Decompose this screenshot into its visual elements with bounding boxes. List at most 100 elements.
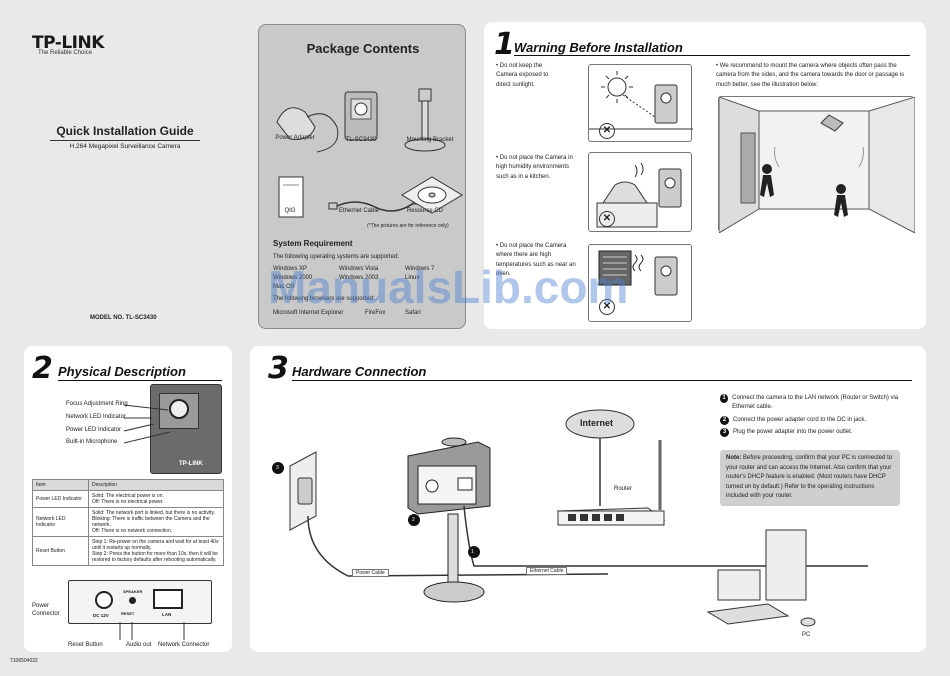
os-item: Windows 2003: [339, 275, 379, 281]
desc-line: Step 1: Re-power on the camera and wait …: [92, 539, 219, 551]
rear-panel: DC 12V SPEAKER RESET LAN: [68, 580, 212, 624]
browsers-intro: The following browsers are supported:: [273, 296, 375, 302]
step-text: Connect the camera to the LAN network (R…: [732, 395, 899, 411]
section-title: Hardware Connection: [292, 364, 427, 379]
label-focus-ring: Focus Adjustment Ring: [66, 401, 128, 407]
os-item: Windows 2000: [273, 275, 313, 281]
dc-jack-icon: [95, 591, 113, 609]
note-text: Before proceeding, confirm that your PC …: [726, 455, 893, 500]
label-network-connector: Network Connector: [158, 642, 210, 648]
warning-panel: 1 Warning Before Installation • Do not k…: [484, 22, 926, 329]
marker-2: 2: [412, 517, 415, 523]
caption-qig: QIG: [284, 208, 296, 214]
lan-port-icon: [153, 589, 183, 609]
desc-line: Off: There is no network connection.: [92, 528, 173, 534]
connection-diagram: [272, 409, 868, 627]
marker-1: 1: [471, 549, 474, 555]
section-rule: [58, 380, 222, 381]
sysreq-intro: The following operating systems are supp…: [273, 254, 400, 260]
section-number: 1: [494, 27, 515, 62]
warning-text-2: • Do not place the Camera in high humidi…: [496, 155, 573, 180]
desc-line: Step 2: Press the button for more than 1…: [92, 551, 218, 563]
note-box: Note: Before proceeding, confirm that yo…: [720, 450, 900, 506]
label-power-connector: Power Connector: [32, 603, 60, 618]
step-text: Connect the power adapter cord to the DC…: [733, 416, 867, 423]
sysreq-title: System Requirement: [273, 239, 353, 248]
resource-cd-icon: [401, 176, 463, 214]
speaker-label: SPEAKER: [123, 589, 143, 594]
power-adapter-icon: [276, 107, 339, 153]
rear-callout-lines: [119, 622, 185, 640]
lan-label: LAN: [162, 612, 172, 617]
browser-item: Microsoft Internet Explorer: [273, 310, 344, 316]
table-row: Reset Button Step 1: Re-power on the cam…: [32, 536, 224, 566]
os-item: Windows Vista: [339, 266, 379, 272]
section-rule: [292, 380, 912, 381]
step-num: 3: [720, 427, 729, 437]
step-marker-icons: [272, 462, 480, 558]
marker-3: 3: [276, 465, 279, 471]
ethernet-cable-label: Ethernet Cable: [526, 567, 568, 575]
power-cable-label: Power Cable: [352, 569, 389, 577]
watermark: ManualsLib.com: [268, 261, 629, 313]
camera-front: TP-LINK: [150, 384, 222, 474]
desc-line: Blinking: There is traffic between the C…: [92, 516, 210, 528]
model-number: MODEL NO. TL-SC3430: [90, 315, 157, 321]
pc-label: PC: [802, 632, 811, 638]
caption-power-adapter: Power Adapter: [275, 135, 315, 141]
internet-label: Internet: [580, 418, 614, 428]
header-item: Item: [32, 479, 89, 491]
prohibited-icon: ✕: [599, 123, 615, 139]
warning-text-3: • Do not place the Camera where there ar…: [496, 243, 576, 277]
power-cable-line: [307, 515, 609, 577]
step-item: 2 Connect the power adapter cord to the D…: [720, 415, 920, 425]
audio-jack-icon: [129, 597, 136, 604]
router-icon: [556, 440, 666, 526]
prohibited-icon: ✕: [599, 211, 615, 227]
section-number: 3: [268, 351, 289, 386]
kitchen-illustration: ✕: [588, 152, 692, 232]
caption-ethernet-cable: Ethernet Cable: [338, 208, 380, 214]
label-microphone: Built-in Microphone: [66, 439, 118, 445]
reference-note: (*The pictures are for reference only): [367, 223, 449, 229]
dc-label: DC 12V: [93, 613, 109, 618]
caption-camera: TL-SC3430: [345, 137, 377, 143]
step-num: 1: [720, 394, 729, 403]
ethernet-cable-line: [463, 505, 868, 567]
caption-resource-cd: Resource CD: [406, 208, 443, 214]
warning-item: Do not place the Camera in high humidity…: [496, 155, 573, 180]
table-row: Power LED Indicator Solid: The electrica…: [32, 490, 224, 508]
title-underline: [50, 140, 200, 141]
label-reset-button: Reset Button: [68, 642, 103, 648]
row-desc: Solid: The network port is linked, but t…: [88, 507, 224, 537]
led-table: Item Description Power LED Indicator Sol…: [32, 479, 224, 566]
document-code: 7106504022: [10, 658, 38, 664]
pc-icon: [706, 529, 816, 627]
room-corridor-icon: [718, 96, 916, 234]
physical-panel: 2 Physical Description Focus Adjustment …: [24, 346, 232, 652]
camera-side-icon: [407, 437, 491, 603]
reset-label: RESET: [121, 611, 135, 616]
row-desc: Solid: The electrical power is on. Off: …: [88, 490, 224, 508]
recommend-body: We recommend to mount the camera where o…: [716, 63, 905, 88]
mounting-illustration: [718, 96, 916, 234]
row-desc: Step 1: Re-power on the camera and wait …: [88, 536, 224, 566]
os-item: Linux: [405, 275, 420, 281]
lens-icon: [169, 399, 189, 419]
table-header: Item Description: [32, 479, 224, 491]
step-num: 2: [720, 415, 729, 425]
desc-line: Solid: The network port is linked, but t…: [92, 510, 215, 516]
warning-item: Do not place the Camera where there are …: [496, 243, 576, 277]
package-contents-panel: Package Contents: [258, 24, 466, 329]
os-item: Windows 7: [405, 266, 435, 272]
browser-item: Safari: [405, 310, 421, 316]
row-item: Power LED Indicator: [32, 490, 89, 508]
heater-camera-icon: [598, 250, 678, 296]
section-title: Warning Before Installation: [514, 40, 683, 55]
row-item: Network LED Indicator: [32, 507, 89, 537]
guide-title: Quick Installation Guide: [56, 124, 194, 138]
router-label: Router: [614, 486, 633, 492]
step-text: Plug the power adapter into the power ou…: [733, 428, 853, 435]
